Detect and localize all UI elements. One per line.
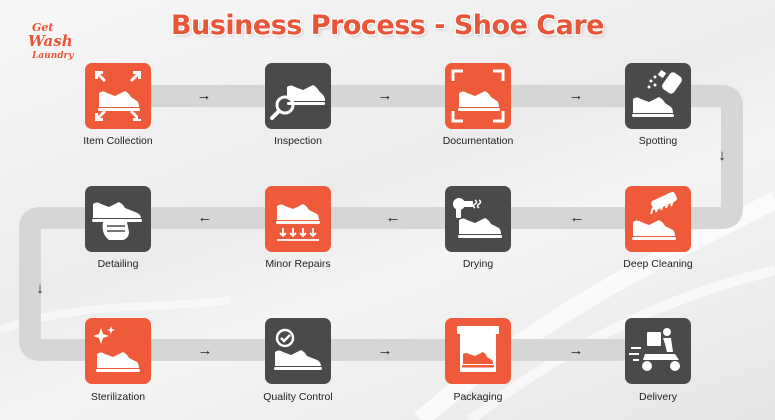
flow-arrow: → [197,342,213,359]
step-label: Drying [462,258,494,270]
step-label: Sterilization [90,391,146,403]
step-label: Deep Cleaning [623,258,693,270]
flow-arrow: ← [197,209,213,226]
flow-arrow: → [377,342,393,359]
shoe-sparkle-icon [93,326,140,372]
step-spotting [625,63,691,129]
logo-text-line3: Laundry [32,51,74,61]
flow-arrow: → [568,342,584,359]
shoe-documentation-icon [451,69,505,123]
flow-arrow: → [377,87,393,104]
shoe-spray-icon [632,69,682,117]
step-label: Minor Repairs [265,258,331,270]
step-label: Spotting [638,135,678,147]
step-delivery [625,318,691,384]
step-quality-control [265,318,331,384]
shoe-box-icon [457,326,499,372]
shoe-dryer-icon [453,198,502,238]
step-sterilization [85,318,151,384]
delivery-scooter-icon [629,328,680,371]
shoe-repair-icon [276,204,320,241]
shoe-quality-check-icon [274,328,322,370]
step-label: Inspection [274,135,322,147]
flow-arrow: ← [385,209,401,226]
step-drying [445,186,511,252]
step-inspection [265,63,331,129]
shoe-collect-icon [95,71,141,121]
step-label: Packaging [453,391,503,403]
flow-arrow: ↓ [718,147,726,164]
step-minor-repairs [265,186,331,252]
shoe-inspection-icon [270,85,325,120]
shoe-brush-icon [632,191,677,240]
step-detailing [85,186,151,252]
brand-logo: Get Wash Laundry [26,21,74,66]
step-label: Quality Control [263,391,333,403]
flow-arrow: → [196,87,212,104]
flow-arrow: ↓ [36,280,44,297]
step-packaging [445,318,511,384]
step-deep-cleaning [625,186,691,252]
flow-arrow: → [568,87,584,104]
step-documentation [445,63,511,129]
step-item-collection [85,63,151,129]
logo-text-line2: Wash [28,32,73,50]
page-title: Business Process - Shoe Care [171,10,604,41]
flow-arrow: ← [569,209,585,226]
shoe-detailing-icon [92,202,142,240]
step-label: Item Collection [83,135,153,147]
step-label: Delivery [639,391,677,403]
step-label: Documentation [442,135,514,147]
logo-text-line1: Get [32,21,54,34]
step-label: Detailing [97,258,139,270]
